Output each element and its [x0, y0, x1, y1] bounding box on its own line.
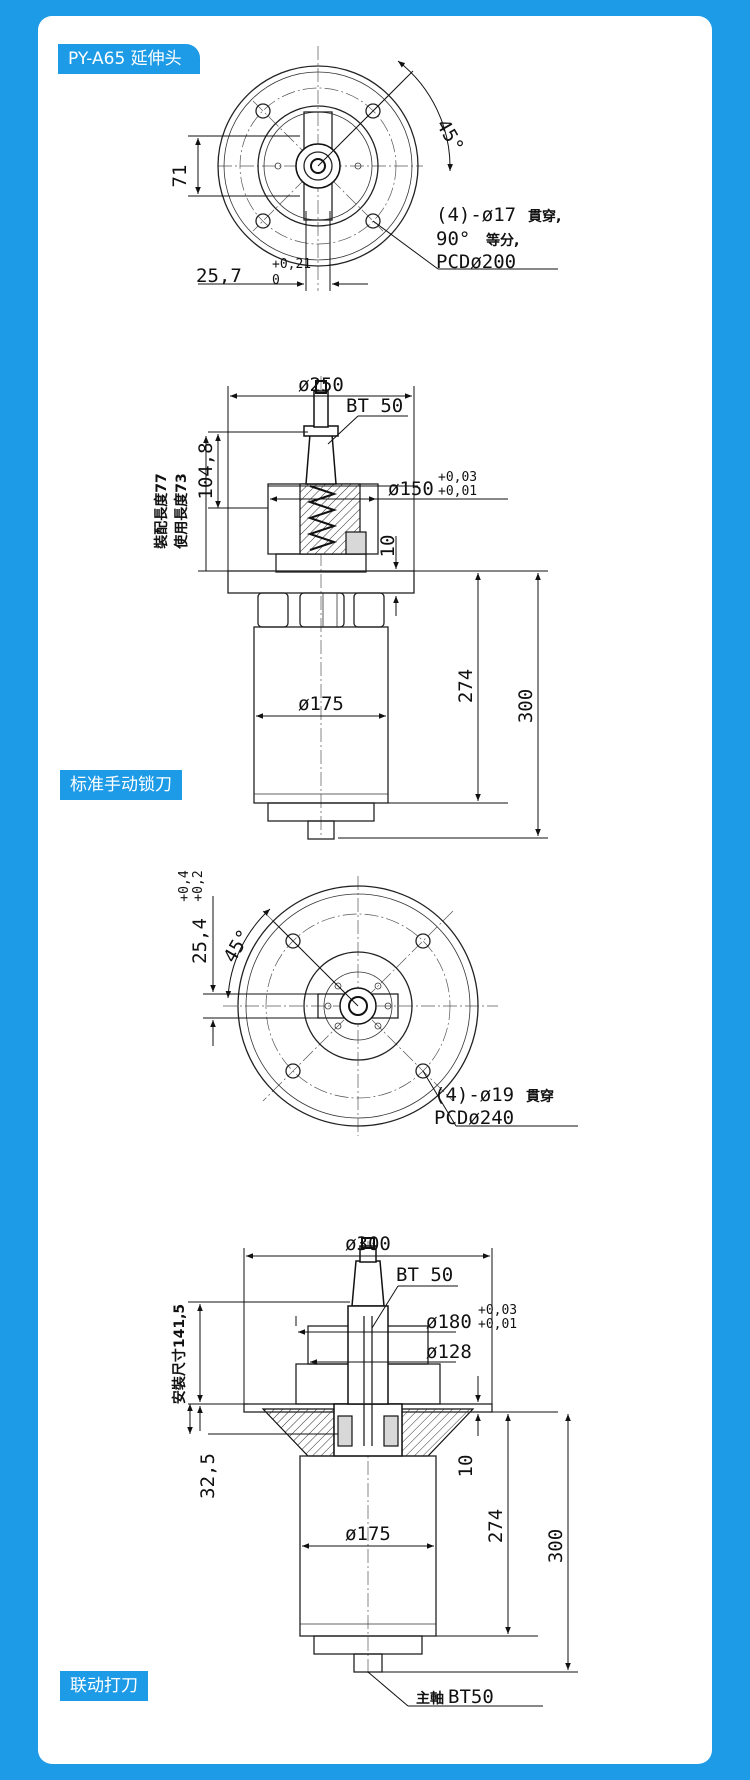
- v4-spindle-cn: 主軸: [416, 1690, 444, 1707]
- v2-dia-250: ø250: [298, 374, 344, 396]
- v2-tol-upper: +0,03: [438, 470, 477, 485]
- v1-bolt-hole: [365, 103, 381, 119]
- v3-dim-25-4: 25,4: [189, 918, 211, 964]
- v2-bt: BT 50: [346, 395, 403, 417]
- v4-dia-128: ø128: [426, 1341, 472, 1363]
- v4-flange-right: [401, 1408, 475, 1457]
- v4-spindle-bt: BT50: [448, 1686, 494, 1708]
- v1-angle-label: 45°: [432, 116, 468, 157]
- v2-pull-stud: [313, 390, 329, 428]
- v3-holes: (4)-ø19: [434, 1084, 514, 1106]
- v1-bolt-hole: [255, 213, 271, 229]
- v4-flange-left: [261, 1408, 335, 1457]
- v2-dia-175: ø175: [298, 693, 344, 715]
- v4-dim-32-5: 32,5: [197, 1453, 219, 1499]
- v1-tol-upper: +0,21: [272, 257, 311, 272]
- v3-bolt-hole: [415, 933, 431, 949]
- v4-dim-274: 274: [485, 1509, 507, 1543]
- drawing-card: 45° 71 25,7 +0,21 0 (4)-ø17 貫穿, 90° 等分, …: [38, 16, 712, 1764]
- v3-bolt-hole: [285, 1063, 301, 1079]
- v2-spindle-end: [307, 820, 335, 840]
- v1-pcd-circle: [239, 87, 397, 245]
- v4-dia-180: ø180: [426, 1311, 472, 1333]
- technical-drawing: 45° 71 25,7 +0,21 0 (4)-ø17 貫穿, 90° 等分, …: [153, 46, 578, 1708]
- v1-holes-line2: 90°: [436, 228, 470, 250]
- v2-dia-150: ø150: [388, 478, 434, 500]
- v3-bolt-hole: [285, 933, 301, 949]
- v2-dim-104-8: 104,8: [195, 442, 217, 499]
- v3-outer-flange: [237, 885, 479, 1127]
- v1-tol-lower: 0: [272, 273, 280, 288]
- v4-dia-175: ø175: [345, 1523, 391, 1545]
- v4-bt-taper: [351, 1260, 385, 1307]
- v4-mount-size: 安裝尺寸141,5: [171, 1304, 188, 1404]
- v4-dim-10: 10: [455, 1455, 477, 1478]
- v1-holes-line1-cn: 貫穿,: [528, 208, 561, 225]
- v1-bolt-hole: [365, 213, 381, 229]
- v4-tol-upper: +0,03: [478, 1303, 517, 1318]
- linked-drawbar-tag: 联动打刀: [60, 1671, 148, 1701]
- v2-bt-taper: [305, 433, 337, 485]
- v4-dia-300: ø300: [345, 1233, 391, 1255]
- v1-pcd: PCDø200: [436, 251, 516, 273]
- view2-standard-section: [198, 376, 548, 840]
- v2-assembly-length: 裝配長度77: [153, 473, 170, 549]
- view3-top-view: [203, 876, 578, 1136]
- v3-pcd: PCDø240: [434, 1107, 514, 1129]
- standard-manual-tag: 标准手动锁刀: [60, 770, 182, 800]
- v4-tol-lower: +0,01: [478, 1317, 517, 1332]
- v2-tol-lower: +0,01: [438, 484, 477, 499]
- view4-linked-section: [187, 1237, 578, 1707]
- v1-dim-71: 71: [169, 165, 191, 188]
- v3-inner-body: [303, 951, 413, 1061]
- v1-holes-line1: (4)-ø17: [436, 204, 516, 226]
- v1-bolt-hole: [255, 103, 271, 119]
- v3-tol-lower: +0,2: [191, 870, 206, 901]
- v2-dim-10: 10: [377, 535, 399, 558]
- view1-top-view: [188, 46, 558, 291]
- v3-bolt-hole: [415, 1063, 431, 1079]
- v2-dim-274: 274: [455, 669, 477, 703]
- v4-dim-300: 300: [545, 1529, 567, 1563]
- title-tag: PY-A65 延伸头: [58, 44, 200, 74]
- v2-dim-300: 300: [515, 689, 537, 723]
- v3-tol-upper: +0,4: [177, 870, 192, 901]
- v1-inner-body: [257, 105, 379, 227]
- v1-dim-25-7: 25,7: [196, 265, 242, 287]
- v3-holes-cn: 貫穿: [526, 1088, 554, 1105]
- v1-holes-line2-cn: 等分,: [486, 232, 519, 249]
- v4-bt: BT 50: [396, 1264, 453, 1286]
- v2-use-length: 使用長度73: [173, 473, 190, 549]
